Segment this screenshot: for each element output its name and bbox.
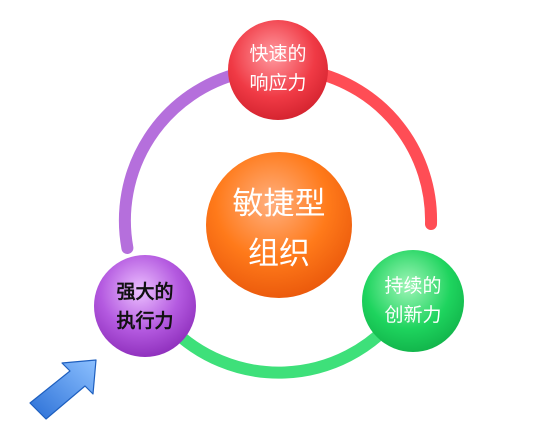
ring-arc-right-left — [164, 312, 402, 379]
node-circle-left — [94, 255, 196, 357]
center-circle — [206, 152, 352, 298]
node-circle-top — [228, 20, 328, 120]
node-circle-right — [362, 250, 464, 352]
ring-arc-top-right — [305, 65, 438, 230]
ring-arc-left-top — [118, 66, 248, 254]
arrow-icon — [29, 359, 97, 420]
